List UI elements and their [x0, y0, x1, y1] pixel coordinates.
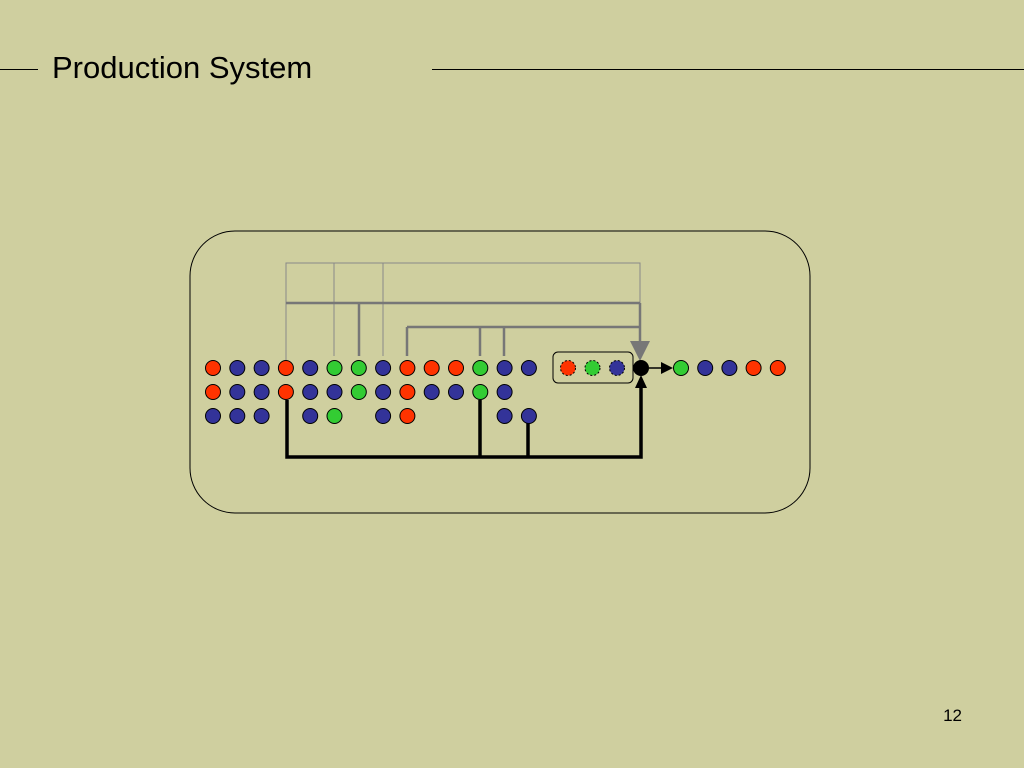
memory-element-red: [399, 384, 416, 400]
memory-element-red: [423, 360, 440, 376]
pattern-slot-green: [584, 360, 601, 376]
memory-element-blue: [375, 408, 392, 424]
memory-element-green: [350, 360, 367, 376]
memory-element-blue: [520, 408, 537, 424]
junction-node: [633, 360, 649, 376]
memory-element-green: [326, 360, 343, 376]
memory-element-blue: [496, 384, 513, 400]
memory-element-blue: [253, 360, 270, 376]
memory-element-red: [448, 360, 464, 376]
title-rule-right: [432, 69, 1024, 70]
output-element-blue: [721, 360, 738, 376]
memory-element-blue: [496, 408, 513, 424]
memory-element-green: [472, 360, 489, 376]
memory-element-blue: [302, 408, 319, 424]
memory-element-blue: [375, 360, 392, 376]
feedback-arrowhead: [635, 375, 647, 388]
memory-element-blue: [448, 384, 464, 400]
pattern-box: [552, 351, 634, 384]
feedback-loop: [285, 382, 643, 459]
slide-title: Production System: [52, 50, 313, 85]
memory-element-red: [277, 384, 294, 400]
memory-element-green: [472, 384, 489, 400]
page-number: 12: [943, 706, 962, 725]
memory-element-blue: [229, 360, 246, 376]
working-memory: [205, 360, 537, 424]
memory-element-blue: [253, 408, 270, 424]
memory-element-red: [277, 360, 294, 376]
pattern-slot-blue: [609, 360, 625, 376]
memory-element-blue: [229, 384, 246, 400]
title-rule-left: [0, 69, 38, 70]
pattern-slots: [560, 360, 625, 376]
memory-element-red: [205, 384, 221, 400]
output-element-blue: [697, 360, 714, 376]
memory-element-red: [399, 408, 416, 424]
memory-element-blue: [375, 384, 392, 400]
output-element-red: [745, 360, 762, 376]
memory-element-blue: [423, 384, 440, 400]
memory-element-red: [399, 360, 416, 376]
memory-element-green: [350, 384, 367, 400]
memory-element-blue: [229, 408, 246, 424]
memory-element-blue: [205, 408, 221, 424]
memory-element-red: [205, 360, 221, 376]
memory-element-blue: [520, 360, 537, 376]
memory-element-blue: [253, 384, 270, 400]
memory-element-blue: [496, 360, 513, 376]
memory-element-blue: [302, 384, 319, 400]
pattern-slot-red: [560, 360, 576, 376]
output-sequence: [673, 360, 786, 376]
output-element-green: [673, 360, 689, 376]
medium-connector-lines: [286, 301, 650, 361]
memory-element-green: [326, 408, 343, 424]
memory-element-blue: [302, 360, 319, 376]
memory-element-blue: [326, 384, 343, 400]
output-element-red: [769, 360, 786, 376]
system-boundary: [189, 230, 811, 514]
